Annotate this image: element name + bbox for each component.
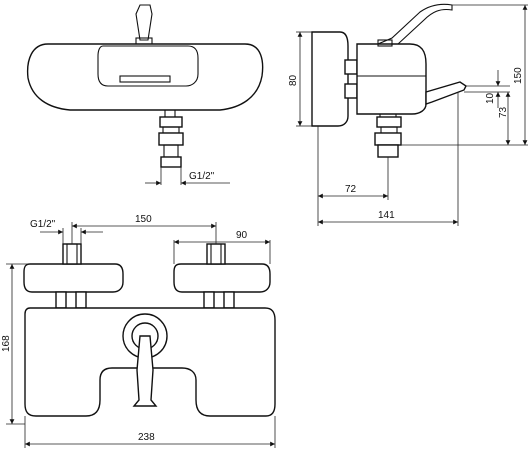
dim-side-73: 73	[498, 106, 509, 118]
dim-front-168: 168	[1, 335, 12, 352]
dim-side-80: 80	[288, 74, 299, 86]
dim-thread-top: G1/2"	[189, 171, 215, 182]
dim-side-72: 72	[345, 184, 357, 195]
dim-front-150: 150	[135, 214, 152, 225]
dim-front-238: 238	[138, 432, 155, 443]
dim-side-10: 10	[485, 92, 496, 104]
top-view: G1/2"	[26, 4, 264, 186]
dim-front-90: 90	[236, 230, 248, 241]
dim-front-thread: G1/2"	[30, 219, 56, 230]
front-view: G1/2" 150 90 168 238	[1, 214, 276, 448]
dim-side-141: 141	[378, 210, 395, 221]
dim-side-150: 150	[513, 67, 524, 84]
side-view: 80 150 10 73 72 141	[288, 3, 528, 226]
